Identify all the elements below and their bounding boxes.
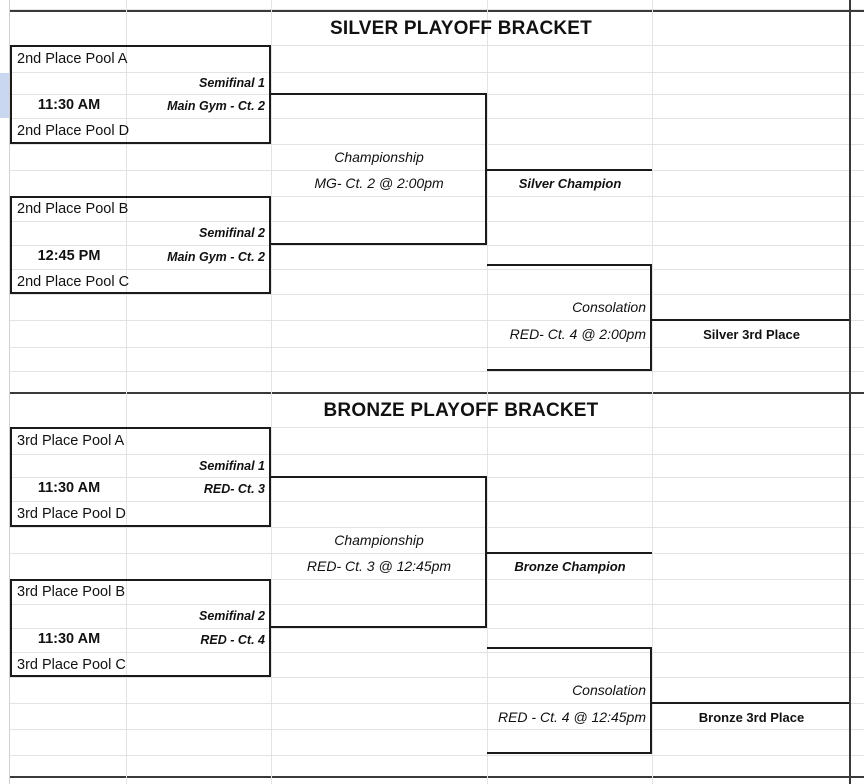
silver-sf1-bottom-seed: 2nd Place Pool D [17, 123, 130, 139]
grid-vline-thick [849, 0, 851, 784]
bronze-sf2-round-label: Semifinal 2 [199, 609, 265, 623]
bronze-sf1-venue: RED- Ct. 3 [203, 482, 265, 496]
bronze-third-place-label: Bronze 3rd Place [698, 709, 805, 725]
grid-hline [0, 118, 864, 119]
grid-hline [0, 553, 864, 554]
silver-sf2-venue: Main Gym - Ct. 2 [167, 250, 265, 264]
bronze-championship-venue: RED- Ct. 3 @ 12:45pm [306, 558, 452, 574]
grid-hline [0, 144, 864, 145]
grid-hline [0, 604, 864, 605]
silver-consolation-box [487, 264, 652, 371]
bronze-champion-label: Bronze Champion [514, 559, 626, 574]
silver-sf1-venue: Main Gym - Ct. 2 [167, 99, 265, 113]
grid-hline [0, 371, 864, 372]
grid-hline [0, 245, 864, 246]
silver-consolation-label: Consolation [572, 299, 646, 315]
bronze-sf1-round-label: Semifinal 1 [199, 458, 265, 473]
silver-bracket-title: SILVER PLAYOFF BRACKET [330, 17, 592, 39]
silver-sf2-time: 12:45 PM [37, 248, 101, 264]
silver-sf1-top-seed: 2nd Place Pool A [17, 51, 128, 67]
row-header-selection[interactable] [0, 73, 9, 118]
grid-hline [0, 347, 864, 348]
bronze-sf2-bottom-seed: 3rd Place Pool C [17, 656, 126, 673]
grid-vline [487, 0, 488, 784]
grid-hline [0, 579, 864, 580]
bronze-consolation-venue: RED - Ct. 4 @ 12:45pm [497, 708, 646, 725]
bronze-sf1-bottom-seed: 3rd Place Pool D [17, 506, 126, 522]
bronze-third-place-line [652, 702, 849, 704]
grid-hline-thick [0, 10, 864, 12]
bronze-consolation-box [487, 647, 652, 754]
grid-hline [0, 501, 864, 502]
grid-hline [0, 320, 864, 321]
grid-hline [0, 9, 864, 10]
silver-third-place-line [652, 319, 849, 321]
silver-sf2-top-seed: 2nd Place Pool B [17, 201, 129, 217]
grid-vline [126, 0, 127, 784]
grid-hline [0, 45, 864, 46]
grid-hline [0, 729, 864, 730]
silver-sf2-round-label: Semifinal 2 [199, 226, 265, 240]
silver-champion-label: Silver Champion [518, 176, 622, 191]
bronze-sf2-top-seed: 3rd Place Pool B [17, 584, 126, 600]
bronze-champion-line [487, 552, 652, 554]
bronze-sf1-time: 11:30 AM [37, 480, 101, 496]
grid-hline [0, 196, 864, 197]
bronze-consolation-label: Consolation [572, 682, 646, 698]
silver-third-place-label: Silver 3rd Place [703, 326, 800, 342]
bronze-bracket-title: BRONZE PLAYOFF BRACKET [323, 399, 599, 421]
bronze-sf1-top-seed: 3rd Place Pool A [17, 433, 125, 449]
grid-hline [0, 677, 864, 678]
silver-champion-line [487, 169, 652, 171]
grid-hline [0, 221, 864, 222]
bronze-championship-label: Championship [334, 532, 424, 548]
silver-championship-label: Championship [334, 149, 424, 165]
grid-hline [0, 269, 864, 270]
silver-semifinal-2-box [10, 196, 271, 294]
bronze-championship-box [271, 476, 487, 628]
grid-hline [0, 755, 864, 756]
bronze-sf2-time: 11:30 AM [37, 631, 101, 647]
silver-sf1-round-label: Semifinal 1 [199, 76, 265, 90]
grid-hline-thick [0, 776, 864, 778]
grid-hline [0, 294, 864, 295]
grid-hline [0, 454, 864, 455]
grid-hline [0, 170, 864, 171]
grid-vline [652, 0, 653, 784]
bronze-sf2-venue: RED - Ct. 4 [200, 633, 265, 647]
grid-hline [0, 527, 864, 528]
silver-sf2-bottom-seed: 2nd Place Pool C [17, 273, 130, 290]
bronze-semifinal-1-box [10, 427, 271, 527]
bronze-semifinal-2-box [10, 579, 271, 677]
silver-consolation-venue: RED- Ct. 4 @ 2:00pm [509, 325, 646, 342]
grid-hline [0, 427, 864, 428]
silver-sf1-time: 11:30 AM [37, 97, 101, 113]
grid-hline [0, 72, 864, 73]
grid-hline [0, 652, 864, 653]
silver-semifinal-1-box [10, 45, 271, 144]
silver-championship-box [271, 93, 487, 245]
grid-vline [271, 0, 272, 784]
silver-championship-venue: MG- Ct. 2 @ 2:00pm [314, 175, 444, 191]
grid-hline-thick [0, 392, 864, 394]
grid-hline [0, 703, 864, 704]
grid-hline [0, 628, 864, 629]
row-header-gutter[interactable] [0, 0, 10, 784]
